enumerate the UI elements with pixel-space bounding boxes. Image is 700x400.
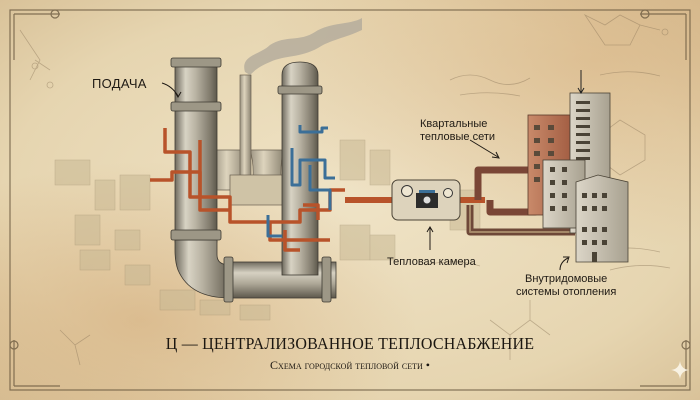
label-district-networks: Квартальные тепловые сети (420, 118, 495, 144)
chimney (239, 74, 252, 186)
apartment-buildings (527, 70, 629, 263)
label-district-networks-line2: тепловые сети (420, 131, 496, 143)
pressure-gauge-icon (401, 185, 413, 197)
ornamental-frame (9, 9, 691, 391)
pressure-gauge-icon (443, 188, 453, 198)
front-building (575, 174, 629, 263)
chp-plant (212, 18, 362, 206)
diagram-subtitle: Схема городской тепловой сети • (270, 358, 430, 372)
label-in-house-line2: системы отопления (516, 286, 617, 298)
arrow-in-house (559, 257, 569, 271)
label-district-networks-line1: Квартальные (420, 118, 488, 130)
label-supply: ПОДАЧА (92, 76, 147, 91)
heat-chamber (391, 179, 461, 221)
label-in-house-heating: Внутридомовые системы отопления (516, 273, 616, 299)
label-in-house-line1: Внутридомовые (524, 273, 608, 285)
annotation-arrows (161, 82, 570, 271)
sparkle-icon (671, 361, 689, 379)
diagram-title: Ц — ЦЕНТРАЛИЗОВАННОЕ ТЕПЛОСНАБЖЕНИЕ (165, 335, 535, 354)
return-pipes (266, 125, 335, 238)
smoke (244, 18, 362, 75)
label-heat-chamber: Тепловая камера (387, 256, 476, 268)
supply-pipes (150, 128, 485, 252)
arrow-district (469, 139, 499, 158)
